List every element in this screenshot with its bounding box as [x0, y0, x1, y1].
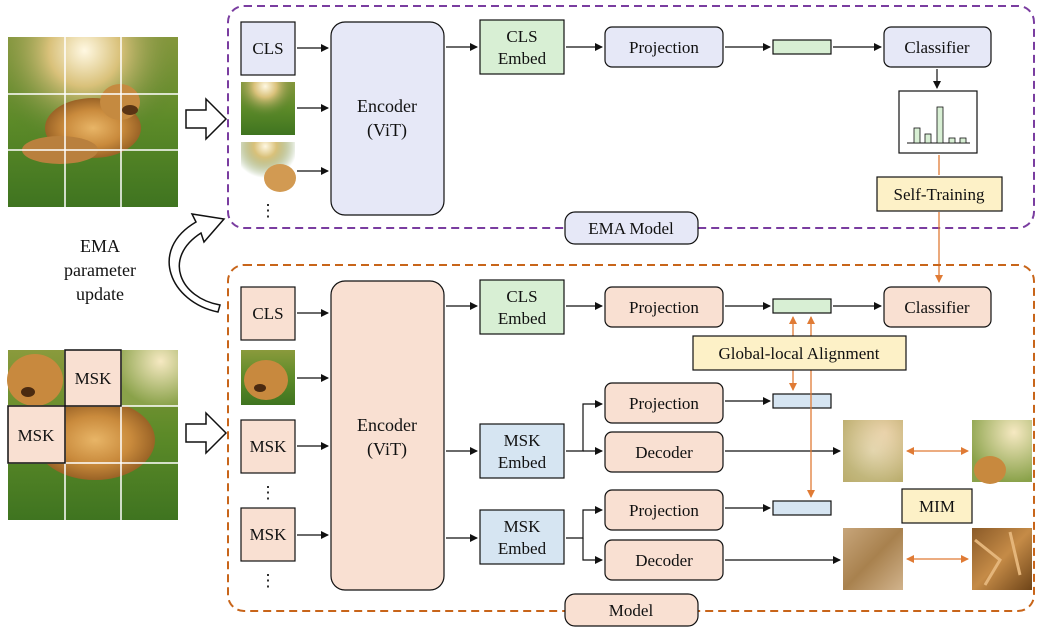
model-projection-1 [604, 382, 724, 424]
model-msk-embed-2-label-2: Embed [498, 539, 547, 558]
model-msk-feature-vector-1 [772, 393, 832, 409]
model-projection-1-label: Projection [629, 394, 699, 413]
model-classifier [883, 286, 992, 328]
pseudo-label-histogram [898, 90, 978, 154]
global-local-alignment-label: Global-local Alignment [719, 344, 880, 363]
input-arrow-model [185, 411, 228, 455]
ema-encoder-label-1: Encoder [357, 96, 417, 116]
model-cls-token-label: CLS [252, 304, 283, 323]
self-training-box [876, 176, 1003, 212]
ema-classifier-label: Classifier [904, 38, 969, 57]
mask-patch-b-label: MSK [18, 426, 56, 445]
model-encoder-label-1: Encoder [357, 415, 417, 435]
input-image-full [8, 37, 178, 207]
ema-cls-embed-label-2: Embed [498, 49, 547, 68]
reconstruction-2 [843, 528, 903, 590]
model-patch-token-1 [241, 350, 295, 405]
model-msk-embed-1-label-2: Embed [498, 453, 547, 472]
model-encoder [330, 280, 445, 591]
global-local-alignment-box [692, 335, 907, 371]
ema-update-label-1: EMA [80, 236, 120, 256]
ema-encoder-label-2: (ViT) [367, 120, 407, 141]
input-image-masked: MSK MSK [7, 349, 178, 520]
ema-classifier [883, 26, 992, 68]
ema-patch-token-2 [241, 142, 296, 195]
ema-model-tag-label: EMA Model [588, 219, 674, 238]
model-classifier-label: Classifier [904, 298, 969, 317]
model-projection-2-label: Projection [629, 501, 699, 520]
ema-projection-label: Projection [629, 38, 699, 57]
ema-patch-token-1 [241, 82, 295, 135]
ema-model-tag [564, 211, 699, 245]
model-msk-token-1 [240, 419, 296, 474]
target-patch-1 [972, 420, 1032, 484]
model-decoder-2-label: Decoder [635, 551, 693, 570]
ema-update-label-2: parameter [64, 260, 136, 280]
input-arrow-ema [185, 97, 228, 141]
model-msk-token-2 [240, 507, 296, 562]
model-cls-embed-label-1: CLS [506, 287, 537, 306]
ema-cls-embed-label-1: CLS [506, 27, 537, 46]
model-decoder-1-label: Decoder [635, 443, 693, 462]
ema-projection [604, 26, 724, 68]
model-cls-feature-vector [772, 298, 832, 314]
ema-update-label-3: update [76, 284, 124, 304]
mask-patch-a: MSK [64, 349, 122, 407]
ema-encoder [330, 21, 445, 216]
model-msk-token-1-label: MSK [250, 437, 288, 456]
reconstruction-1 [843, 420, 903, 482]
mask-patch-b: MSK [7, 405, 66, 464]
model-cls-embed-label-2: Embed [498, 309, 547, 328]
model-projection-cls [604, 286, 724, 328]
model-cls-token [240, 286, 296, 341]
model-decoder-1 [604, 431, 724, 473]
model-msk-feature-vector-2 [772, 500, 832, 516]
model-encoder-label-2: (ViT) [367, 439, 407, 460]
target-patch-2 [972, 528, 1032, 590]
ema-cls-token [240, 21, 296, 76]
self-training-label: Self-Training [894, 185, 985, 204]
model-msk-embed-2 [479, 509, 565, 565]
ema-token-dots: ⋮ [260, 201, 277, 220]
ema-cls-embed [479, 19, 565, 75]
model-cls-embed [479, 279, 565, 335]
model-tag [564, 593, 699, 627]
mask-patch-a-label: MSK [75, 369, 113, 388]
model-decoder-2 [604, 539, 724, 581]
model-msk-embed-1 [479, 423, 565, 479]
model-msk-token-2-label: MSK [250, 525, 288, 544]
model-projection-2 [604, 489, 724, 531]
model-tag-label: Model [609, 601, 654, 620]
ema-update-arrow [168, 213, 226, 313]
ema-cls-token-label: CLS [252, 39, 283, 58]
mim-box [901, 488, 973, 524]
model-msk-embed-1-label-1: MSK [504, 431, 542, 450]
ema-feature-vector [772, 39, 832, 55]
model-msk-embed-2-label-1: MSK [504, 517, 542, 536]
mim-label: MIM [919, 497, 955, 516]
model-projection-cls-label: Projection [629, 298, 699, 317]
model-token-dots-1: ⋮ [260, 483, 277, 502]
model-token-dots-2: ⋮ [260, 571, 277, 590]
